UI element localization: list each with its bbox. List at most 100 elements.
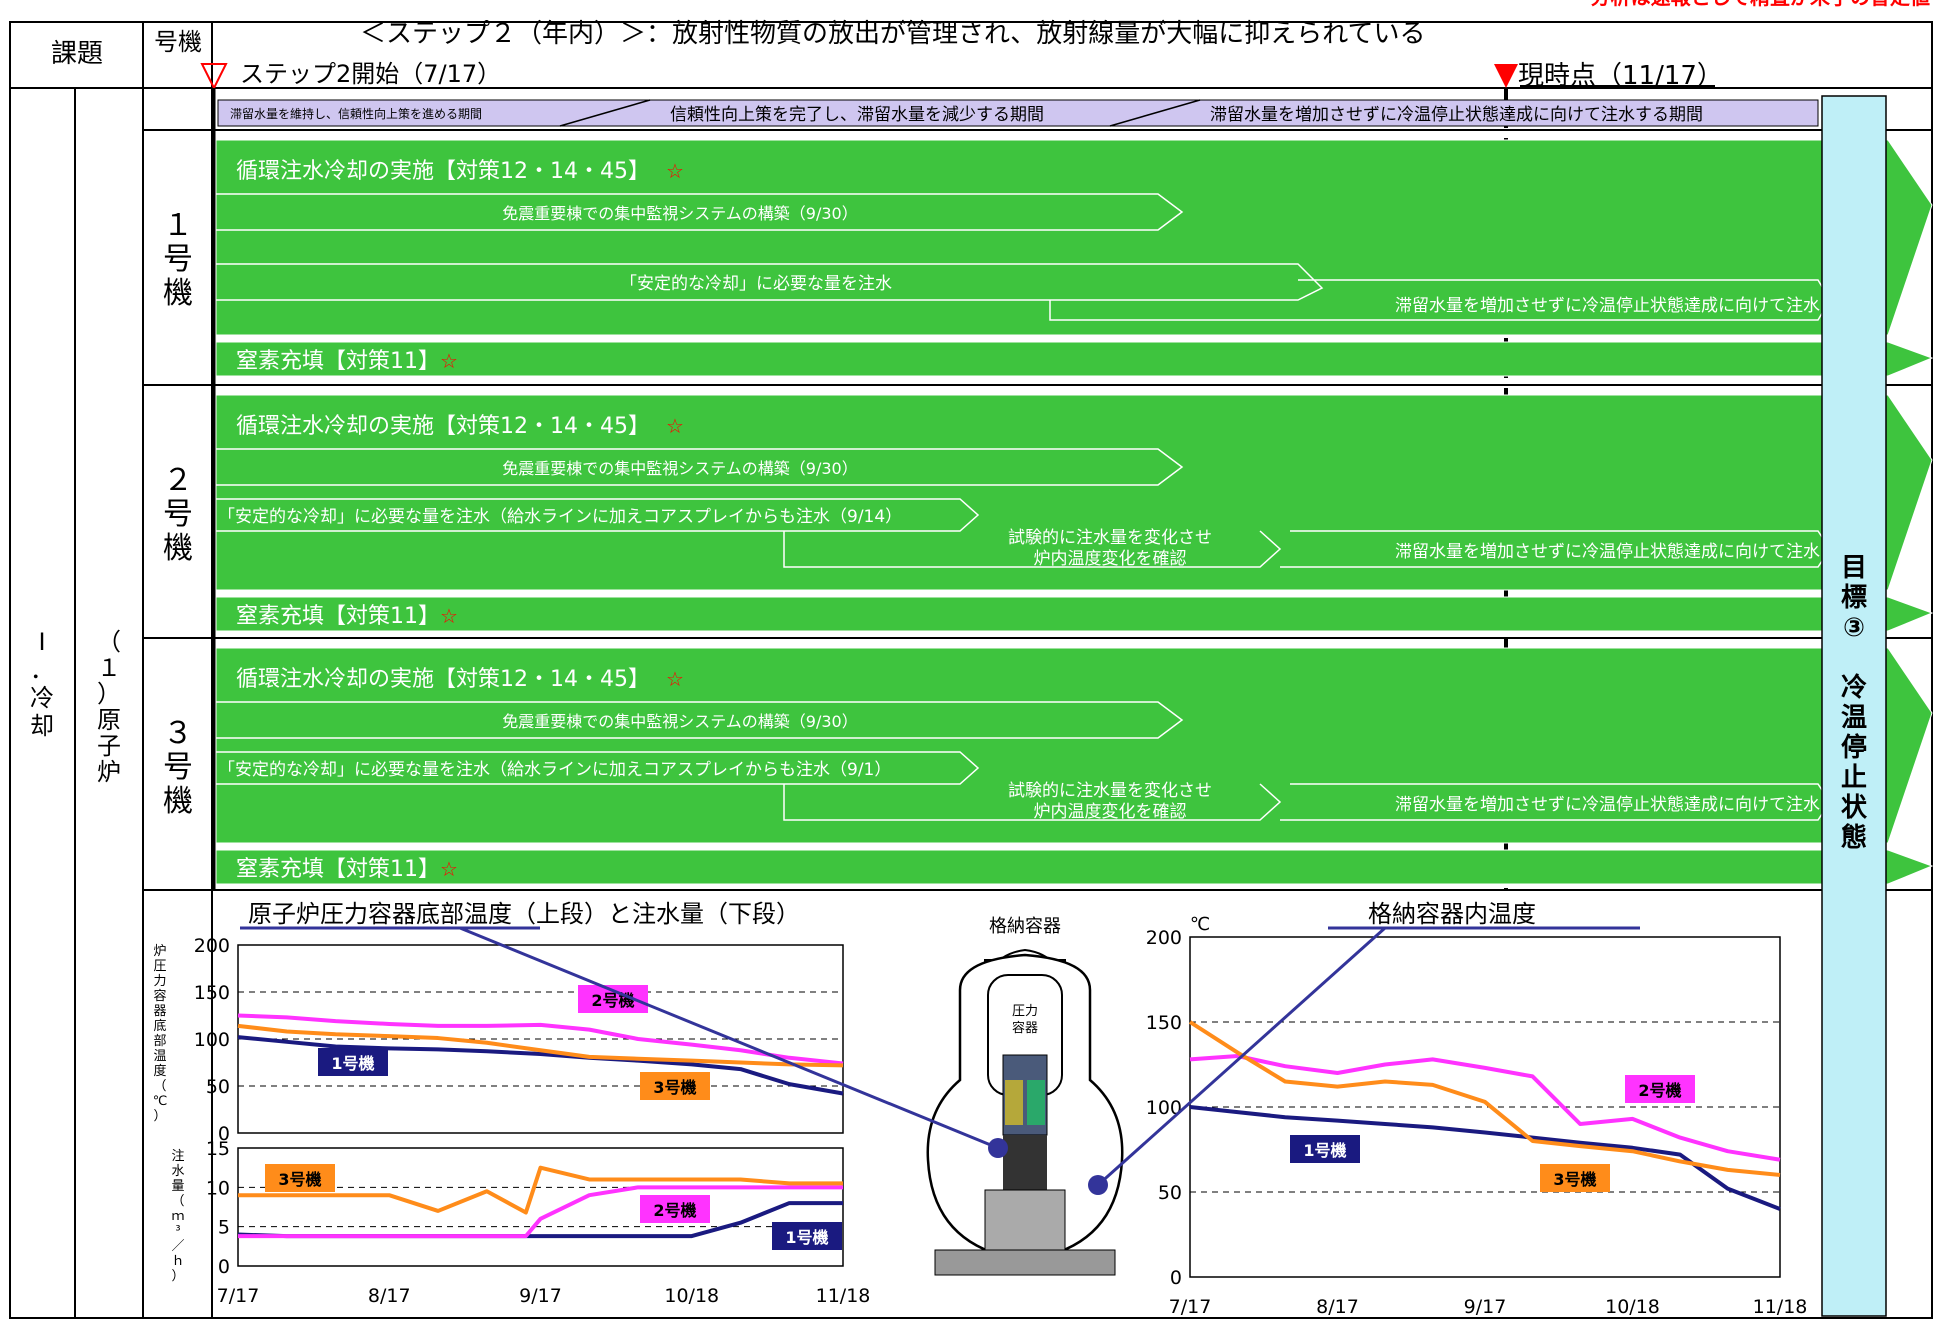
series-line-1号機	[1189, 1105, 1781, 1211]
category-label: Ⅰ．冷却	[30, 628, 54, 740]
task-label: 滞留水量を増加させずに冷温停止状態達成に向けて注水	[1395, 296, 1820, 316]
y-axis-label-char: 器	[153, 1004, 166, 1019]
series-line-2号機	[238, 1185, 843, 1239]
series-label-box	[640, 1195, 710, 1223]
task-arrow	[216, 701, 1184, 739]
category-char: Ⅰ	[38, 628, 45, 656]
unit-label-char: 号	[163, 497, 193, 532]
subcategory-char: １	[97, 654, 121, 682]
task-label: 試験的に注水量を変化させ	[1008, 781, 1212, 801]
y-axis-label-char: 水	[171, 1164, 184, 1179]
task-arrow	[216, 193, 1184, 231]
corner-note: 分析は速報として精査が未了の暫定値	[1591, 0, 1930, 9]
category-char: ．	[30, 656, 54, 684]
y-tick-label: 10	[206, 1177, 230, 1199]
goal-char: 標	[1841, 583, 1867, 613]
link-dot	[988, 1138, 1008, 1158]
y-tick-label: 150	[194, 982, 230, 1004]
task-arrow	[216, 751, 980, 785]
task-label: 滞留水量を増加させずに冷温停止状態達成に向けて注水	[1395, 542, 1820, 562]
unit-label-char: ２	[163, 463, 193, 498]
series-line-3号機	[1188, 1020, 1781, 1177]
series-label-box	[1625, 1075, 1695, 1103]
subcategory-char: （	[97, 628, 121, 656]
series-line-2号機	[1189, 1054, 1781, 1162]
diagram-label: 格納容器	[989, 916, 1061, 937]
main-title: 循環注水冷却の実施【対策12・14・45】	[236, 414, 650, 439]
x-tick-label: 7/17	[217, 1285, 260, 1307]
series-line-3号機	[237, 1023, 844, 1068]
task-label: 「安定的な冷却」に必要な量を注水	[620, 274, 892, 294]
series-label-box	[640, 1072, 710, 1100]
nitrogen-arrow	[215, 849, 1934, 885]
star-icon: ☆	[440, 349, 458, 373]
task-label: 試験的に注水量を変化させ	[1008, 528, 1212, 548]
unit-label-char: 号	[163, 750, 193, 785]
star-icon: ☆	[440, 604, 458, 628]
y-axis-label-char: ）	[153, 1109, 166, 1124]
nitrogen-label: 窒素充填【対策11】	[236, 857, 440, 882]
unit-row: １号機循環注水冷却の実施【対策12・14・45】☆免震重要棟での集中監視システム…	[163, 139, 1934, 377]
task-label: 「安定的な冷却」に必要な量を注水（給水ラインに加えコアスプレイからも注水（9/1…	[218, 760, 891, 780]
nitrogen-label: 窒素充填【対策11】	[236, 604, 440, 629]
unit-label-char: 機	[163, 531, 193, 566]
series-label-box	[265, 1164, 335, 1192]
phase-2: 信頼性向上策を完了し、滞留水量を減少する期間	[670, 105, 1044, 125]
series-label-box	[772, 1222, 842, 1250]
task-label: 炉内温度変化を確認	[1034, 549, 1187, 569]
link-line	[459, 926, 999, 1150]
header-unit: 号機	[154, 28, 202, 56]
subcategory-char: 原	[97, 706, 121, 734]
x-tick-label: 11/18	[1753, 1296, 1808, 1318]
star-icon: ☆	[666, 667, 684, 691]
unit-row: ３号機循環注水冷却の実施【対策12・14・45】☆免震重要棟での集中監視システム…	[163, 647, 1934, 885]
series-label: 3号機	[278, 1170, 321, 1189]
y-tick-label: 0	[1170, 1267, 1182, 1289]
current-marker	[1494, 64, 1518, 88]
category-char: 却	[30, 712, 54, 740]
category-char: 冷	[30, 684, 54, 712]
series-label: 3号機	[1553, 1170, 1596, 1189]
task-arrow	[216, 498, 980, 532]
task-label: 滞留水量を増加させずに冷温停止状態達成に向けて注水	[1395, 795, 1820, 815]
vessel-label: 圧力	[1012, 1004, 1038, 1019]
subcategory-char: ）	[97, 680, 121, 708]
y-axis-label-char: ／	[171, 1239, 184, 1254]
unit-row: ２号機循環注水冷却の実施【対策12・14・45】☆免震重要棟での集中監視システム…	[163, 394, 1934, 632]
y-axis-label-char: 圧	[153, 959, 166, 974]
series-label: 1号機	[1303, 1141, 1346, 1160]
y-tick-label: 100	[1146, 1097, 1182, 1119]
goal-char: 目	[1841, 553, 1867, 583]
goal-column	[1821, 95, 1887, 1317]
y-tick-label: 5	[218, 1217, 230, 1239]
phase-divider	[559, 99, 651, 127]
series-label-box	[318, 1048, 388, 1076]
y-axis-label-char: （	[153, 1079, 166, 1094]
subcategory-char: 子	[97, 732, 121, 760]
x-tick-label: 9/17	[519, 1285, 562, 1307]
y-tick-label: 0	[218, 1256, 230, 1278]
plot-area	[1189, 936, 1781, 1278]
subcategory-label: （１）原子炉	[97, 628, 121, 786]
x-tick-label: 7/17	[1169, 1296, 1212, 1318]
goal-char: 状	[1841, 793, 1868, 823]
y-tick-label: 200	[194, 935, 230, 957]
y-tick-label: 0	[218, 1123, 230, 1145]
series-label: 2号機	[1638, 1081, 1681, 1100]
x-tick-label: 8/17	[1316, 1296, 1359, 1318]
link-line	[1096, 926, 1387, 1187]
nitrogen-arrow	[215, 341, 1934, 377]
series-line-3号機	[238, 1165, 843, 1215]
chart-vessel-bottom-title-group: 原子炉圧力容器底部温度（上段）と注水量（下段）	[240, 900, 800, 930]
series-label: 3号機	[653, 1078, 696, 1097]
goal-char: 温	[1841, 703, 1867, 733]
series-label: 1号機	[331, 1054, 374, 1073]
phase-band	[217, 99, 1819, 127]
step-start-label: ステップ2開始（7/17）	[240, 60, 501, 88]
y-axis-label-char: ℃	[153, 1094, 168, 1109]
task-arrow	[216, 263, 1324, 301]
y-axis-label-char: 量	[171, 1179, 184, 1194]
